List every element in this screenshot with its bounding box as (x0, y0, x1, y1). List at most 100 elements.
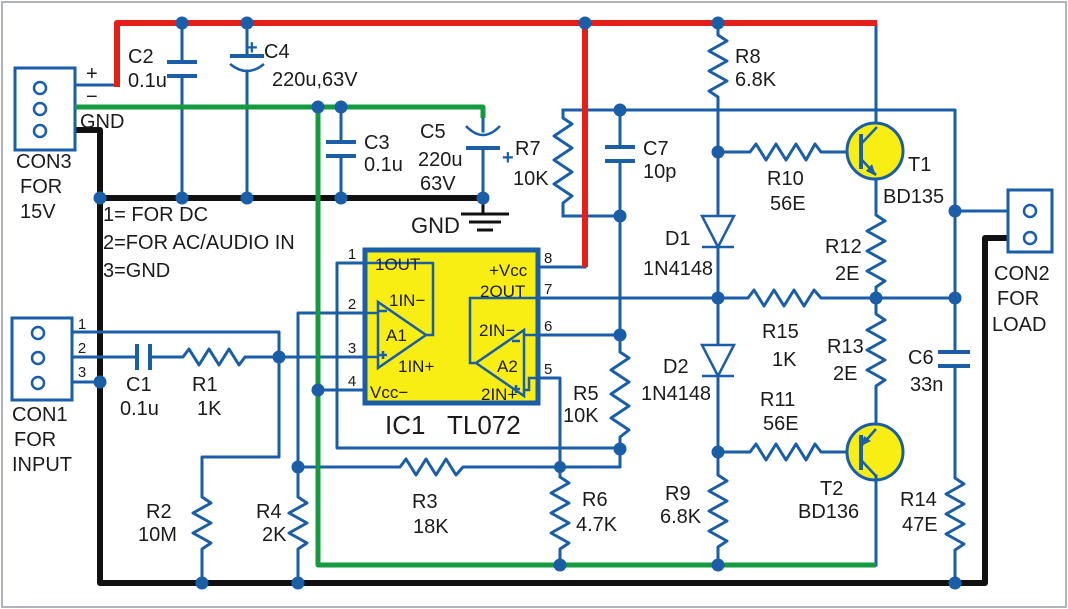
c1-val: 0.1u (120, 398, 159, 420)
labels: + − GND CON3 FOR 15V 1= FOR DC 2=FOR AC/… (12, 37, 1050, 546)
d2-ref: D2 (663, 356, 689, 378)
con3-gnd-label: GND (80, 111, 124, 133)
ic-pin2: 2 (348, 296, 356, 313)
ic-ref: IC1 (385, 410, 425, 440)
ic-a1: A1 (386, 326, 407, 345)
c6-val: 33n (910, 374, 943, 396)
c6-ref: C6 (908, 347, 934, 369)
resistor-r14 (944, 364, 966, 585)
r1-val: 1K (197, 398, 222, 420)
ic-pin5: 5 (544, 361, 552, 378)
r14-ref: R14 (900, 489, 937, 511)
r1-ref: R1 (192, 374, 218, 396)
resistor-r6 (549, 465, 571, 567)
r11-ref: R11 (760, 389, 795, 411)
r13-val: 2E (833, 363, 857, 385)
resistor-r11 (716, 442, 863, 462)
resistor-r12 (865, 173, 887, 300)
r4-val: 2K (262, 524, 287, 546)
c4-polarity: + (246, 37, 258, 59)
c2-val: 0.1u (128, 70, 167, 92)
diode-d1 (699, 150, 737, 300)
d2-val: 1N4148 (641, 383, 711, 405)
con1-ref: CON1 (12, 404, 68, 426)
capacitor-c2 (167, 21, 197, 200)
r2-val: 10M (138, 524, 177, 546)
signal-wires (70, 83, 1010, 469)
c5-val2: 63V (420, 173, 456, 195)
con3-target: 15V (20, 201, 56, 223)
transistor-t2 (845, 422, 905, 567)
r11-val: 56E (763, 413, 799, 435)
ic-part: TL072 (447, 410, 521, 440)
ic1-tl072 (362, 247, 541, 406)
r8-ref: R8 (735, 46, 761, 68)
resistor-r1 (148, 347, 281, 367)
con3-for: FOR (20, 176, 62, 198)
r14-val: 47E (902, 514, 938, 536)
opamp-a1-icon (376, 299, 429, 371)
r3-val: 18K (413, 516, 449, 538)
c7-val: 10p (643, 161, 676, 183)
ic-vccn: Vcc− (370, 383, 408, 402)
ic-pin4: 4 (348, 373, 356, 390)
diode-d2 (699, 296, 737, 454)
r13-ref: R13 (827, 336, 864, 358)
r9-ref: R9 (665, 483, 691, 505)
c5-polarity: + (502, 147, 514, 169)
r5-val: 10K (563, 405, 599, 427)
ic-out2: 2OUT (480, 282, 525, 301)
capacitor-c6 (938, 350, 970, 368)
ic-a2: A2 (497, 357, 518, 376)
t2-emitter-arrow-icon (861, 436, 871, 446)
transistor-t1 (845, 24, 905, 181)
connector-con1 (10, 316, 74, 402)
c7-ref: C7 (643, 138, 669, 160)
resistor-r3 (296, 447, 622, 477)
r2-ref: R2 (146, 501, 172, 523)
r3-ref: R3 (412, 491, 438, 513)
c2-ref: C2 (128, 46, 154, 68)
ic-in1n: 1IN− (389, 291, 425, 310)
r15-ref: R15 (762, 321, 799, 343)
con3-plus-label: + (86, 63, 98, 85)
resistor-r2 (191, 355, 281, 585)
resistor-r13 (865, 296, 887, 427)
note-line1: 1= FOR DC (103, 204, 208, 226)
capacitor-c7 (605, 145, 635, 163)
r6-val: 4.7K (576, 514, 618, 536)
connector-con3 (13, 66, 77, 152)
con3-ref: CON3 (16, 151, 72, 173)
resistor-r5 (609, 333, 631, 451)
r4-ref: R4 (256, 501, 282, 523)
c4-ref: C4 (264, 41, 290, 63)
con2-target: LOAD (992, 314, 1046, 336)
capacitor-c3 (326, 105, 356, 200)
ic-in1p: 1IN+ (398, 357, 434, 376)
r7-val: 10K (513, 168, 549, 190)
c4-val: 220u,63V (272, 69, 358, 91)
note-line2: 2=FOR AC/AUDIO IN (103, 232, 295, 254)
capacitor-c5 (465, 116, 501, 200)
ic-vccp: +Vcc (489, 261, 528, 280)
resistor-r15 (534, 288, 957, 308)
r5-ref: R5 (573, 383, 599, 405)
d1-ref: D1 (665, 228, 691, 250)
resistor-r7 (552, 108, 574, 218)
r7-ref: R7 (515, 138, 541, 160)
con2-for: FOR (997, 288, 1039, 310)
ic-pin8: 8 (544, 250, 552, 267)
ic-pin3: 3 (348, 340, 356, 357)
c3-val: 0.1u (364, 154, 403, 176)
t2-val: BD136 (798, 501, 859, 523)
ic-pin7: 7 (544, 281, 552, 298)
t1-ref: T1 (908, 154, 931, 176)
r10-ref: R10 (767, 168, 804, 190)
con1-target: INPUT (12, 454, 72, 476)
con1-for: FOR (14, 429, 56, 451)
r10-val: 56E (770, 193, 806, 215)
c5-val: 220u (418, 149, 463, 171)
ic-out1: 1OUT (375, 255, 420, 274)
